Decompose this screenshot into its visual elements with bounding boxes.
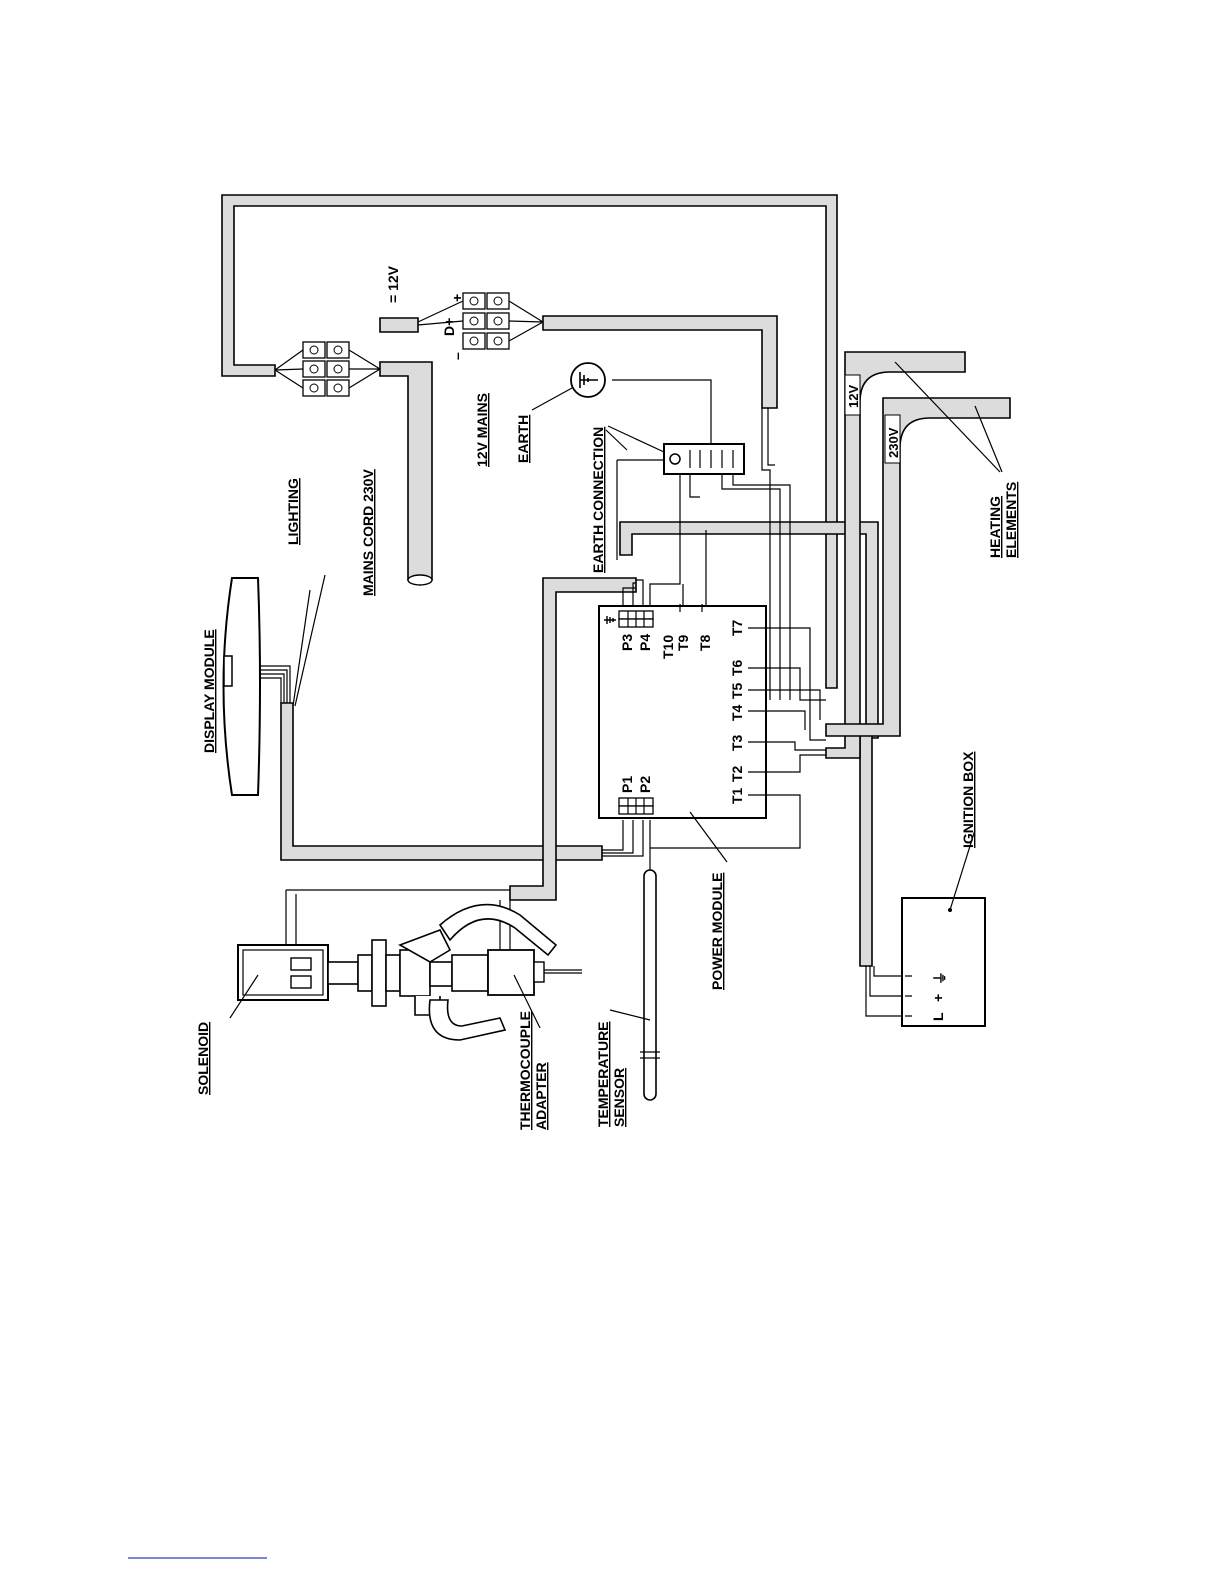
temp-sensor-label-1: TEMPERATURE — [595, 1021, 611, 1127]
lighting-label: LIGHTING — [285, 478, 301, 545]
minus-label: – — [449, 352, 465, 360]
mains-cord-end — [408, 575, 432, 585]
temperature-sensor — [610, 870, 660, 1100]
terminal-t1: T1 — [729, 787, 745, 804]
dc-12v-label: = 12V — [385, 265, 401, 303]
terminal-t2: T2 — [729, 765, 745, 782]
gas-valve — [328, 905, 582, 1040]
ignition-cable — [860, 726, 872, 966]
terminal-t9: T9 — [675, 634, 691, 651]
terminal-t6: T6 — [729, 659, 745, 676]
earth-connection-block — [664, 444, 744, 474]
heating-12v-label: 12V — [846, 385, 861, 408]
terminal-t3: T3 — [729, 734, 745, 751]
temp-sensor-label-2: SENSOR — [611, 1068, 627, 1127]
wires — [225, 380, 905, 1016]
terminal-p1: P1 — [619, 776, 635, 793]
terminal-t7: T7 — [729, 619, 745, 636]
heating-elements-label-1: HEATING — [987, 496, 1003, 558]
terminal-p2: P2 — [637, 776, 653, 793]
plus-label: + — [449, 294, 465, 302]
terminal-t5: T5 — [729, 682, 745, 699]
dc-12v-cable — [380, 318, 418, 332]
display-module-label: DISPLAY MODULE — [201, 629, 217, 753]
mains-cord-cable — [380, 362, 432, 580]
heating-230v-label: 230V — [886, 427, 901, 458]
terminal-t8: T8 — [697, 634, 713, 651]
ignition-l-terminal: L — [930, 1012, 946, 1021]
solenoid — [238, 945, 328, 1000]
ignition-plus-terminal: + — [930, 994, 946, 1002]
ignition-earth-terminal: ⏚ — [932, 971, 948, 985]
terminal-block-12v — [418, 293, 543, 349]
terminal-p4: P4 — [637, 634, 653, 651]
ignition-box — [902, 898, 985, 1026]
terminal-t10: T10 — [660, 635, 676, 659]
terminal-p3: P3 — [619, 634, 635, 651]
solenoid-label: SOLENOID — [195, 1022, 211, 1095]
heating-elements-label-2: ELEMENTS — [1003, 482, 1019, 558]
earth-label: EARTH — [515, 415, 531, 463]
terminal-block-230v — [275, 342, 380, 396]
mains-12v-label: 12V MAINS — [474, 393, 490, 467]
thermocouple-label-2: ADAPTER — [533, 1062, 549, 1130]
thermocouple-label-1: THERMOCOUPLE — [517, 1011, 533, 1130]
terminal-t4: T4 — [729, 704, 745, 721]
ignition-box-label: IGNITION BOX — [960, 751, 976, 848]
power-module-label: POWER MODULE — [709, 873, 725, 990]
d-plus-label: D+ — [441, 318, 457, 336]
p3-p4-connector — [619, 611, 653, 627]
p1-p2-connector — [619, 798, 653, 814]
earth-connection-label: EARTH CONNECTION — [590, 427, 606, 573]
mains-cord-label: MAINS CORD 230V — [360, 469, 376, 596]
